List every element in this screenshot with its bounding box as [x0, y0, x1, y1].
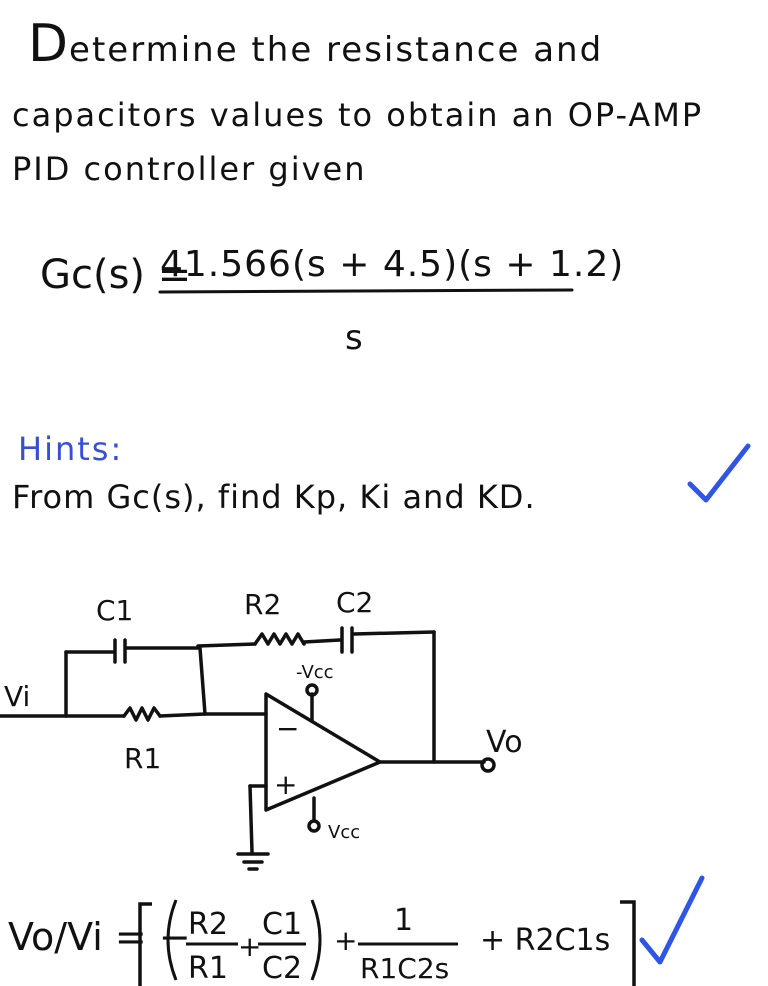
term3-numerator: 1 — [394, 903, 413, 938]
ground-wire — [248, 784, 254, 854]
r2-resistor — [253, 632, 306, 646]
result-check-icon — [639, 875, 705, 965]
vo-terminal — [480, 757, 496, 773]
close-bracket — [620, 900, 636, 986]
plus-2: + — [334, 924, 357, 957]
r1-label: R1 — [124, 742, 161, 775]
c2-right-wire — [352, 630, 436, 636]
term1-numerator: R2 — [188, 907, 228, 942]
r1-resistor — [122, 706, 162, 722]
close-paren — [310, 899, 322, 981]
r2-left-wire — [196, 642, 257, 648]
node-vertical-wire — [198, 646, 207, 716]
problem-initial: D — [28, 14, 70, 74]
term2-numerator: C1 — [262, 907, 302, 942]
opamp-triangle — [264, 692, 382, 812]
result-expression: Vo/Vi = − R2 R1 + C1 C2 + 1 R1C2s + R2C1… — [8, 899, 636, 986]
r2-label: R2 — [244, 588, 281, 621]
hints-heading: Hints: — [18, 430, 124, 468]
r2-right-wire — [302, 638, 342, 644]
term4: + R2C1s — [480, 923, 610, 958]
term1-denominator: R1 — [188, 951, 228, 986]
neg-vcc-terminal — [305, 683, 319, 697]
minus-input-label: − — [276, 712, 299, 745]
gc-lhs: Gc(s) = — [40, 252, 192, 298]
gc-fraction-bar — [158, 288, 574, 294]
neg-vcc-label: -Vcc — [296, 662, 334, 683]
problem-line-1: Determine the resistance and — [28, 14, 603, 74]
gc-denominator: s — [345, 318, 363, 358]
open-paren — [166, 899, 178, 981]
plus-input-label: + — [274, 768, 297, 801]
problem-line-1-rest: etermine the resistance and — [69, 30, 604, 70]
problem-line-3: PID controller given — [12, 150, 367, 188]
plus-1: + — [238, 930, 261, 963]
problem-line-2: capacitors values to obtain an OP-AMP — [12, 96, 704, 134]
c2-label: C2 — [336, 586, 373, 619]
vcc-terminal — [307, 819, 321, 833]
open-bracket — [138, 902, 152, 986]
hint-check-icon — [687, 443, 751, 503]
r1-right-wire — [158, 712, 207, 718]
term2-denominator: C2 — [262, 951, 302, 986]
c1-label: C1 — [96, 594, 133, 627]
hints-text: From Gc(s), find Kp, Ki and KD. — [12, 478, 536, 516]
vo-label: Vo — [486, 725, 523, 760]
vi-label: Vi — [4, 680, 30, 713]
result-lhs: Vo/Vi = − — [8, 915, 191, 959]
circuit-labels: C1 R2 C2 Vi R1 -Vcc Vcc Vo − + — [4, 586, 523, 843]
term3-denominator: R1C2s — [360, 952, 449, 985]
opamp-circuit — [0, 626, 496, 871]
gc-numerator: 41.566(s + 4.5)(s + 1.2) — [160, 244, 625, 285]
vcc-label: Vcc — [328, 822, 360, 843]
